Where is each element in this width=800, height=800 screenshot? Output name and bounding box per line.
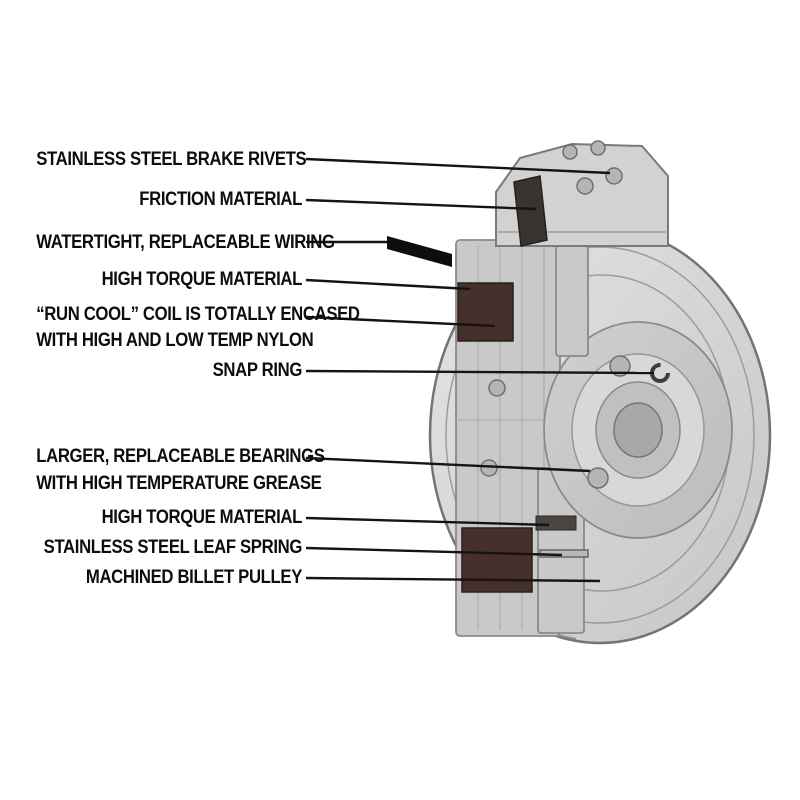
friction-pad: [513, 175, 548, 247]
top-pin-1: [562, 144, 578, 160]
callout-friction-material: FRICTION MATERIAL: [139, 189, 302, 210]
brake-rivet-1: [576, 177, 594, 195]
leader-lines: [305, 157, 655, 583]
callout-bearings-line2: WITH HIGH TEMPERATURE GREASE: [36, 473, 322, 494]
callout-bearings-line1: LARGER, REPLACEABLE BEARINGS: [36, 446, 325, 467]
leader-billet-pulley: [305, 576, 601, 583]
top-pin-2: [590, 140, 606, 156]
coil-lower: [461, 527, 533, 593]
callout-high-torque-upper: HIGH TORQUE MATERIAL: [101, 269, 303, 290]
mounting-post-lower: [480, 459, 498, 477]
leader-brake-rivets: [305, 157, 611, 175]
callout-snap-ring: SNAP RING: [212, 360, 303, 381]
brake-rivet-2: [605, 167, 623, 185]
coil-upper: [457, 282, 514, 342]
callout-run-cool-coil-line1: “RUN COOL” COIL IS TOTALLY ENCASED: [36, 304, 360, 325]
leader-bearings: [305, 456, 591, 473]
wiring-cable: [387, 236, 452, 267]
callout-billet-pulley: MACHINED BILLET PULLEY: [85, 567, 302, 588]
leader-run-cool-coil: [305, 315, 496, 328]
callout-high-torque-lower: HIGH TORQUE MATERIAL: [101, 507, 303, 528]
shaft-column-upper: [555, 245, 589, 357]
leader-high-torque-upper: [305, 278, 471, 291]
bearing-upper: [609, 355, 631, 377]
hub-assembly: [543, 321, 733, 539]
leader-snap-ring: [305, 369, 655, 375]
armature-brake-assembly: [495, 140, 669, 247]
bearing-lower: [587, 467, 609, 489]
hub-center-hole: [613, 402, 663, 458]
callout-brake-rivets: STAINLESS STEEL BRAKE RIVETS: [36, 149, 307, 170]
callout-run-cool-coil-line2: WITH HIGH AND LOW TEMP NYLON: [36, 330, 314, 351]
leader-leaf-spring: [305, 546, 563, 557]
leader-friction-material: [305, 198, 537, 211]
callout-wiring: WATERTIGHT, REPLACEABLE WIRING: [36, 232, 335, 253]
callout-leaf-spring: STAINLESS STEEL LEAF SPRING: [43, 537, 303, 558]
high-torque-pad-lower: [535, 515, 577, 531]
mounting-post-upper: [488, 379, 506, 397]
leader-high-torque-lower: [305, 516, 550, 527]
